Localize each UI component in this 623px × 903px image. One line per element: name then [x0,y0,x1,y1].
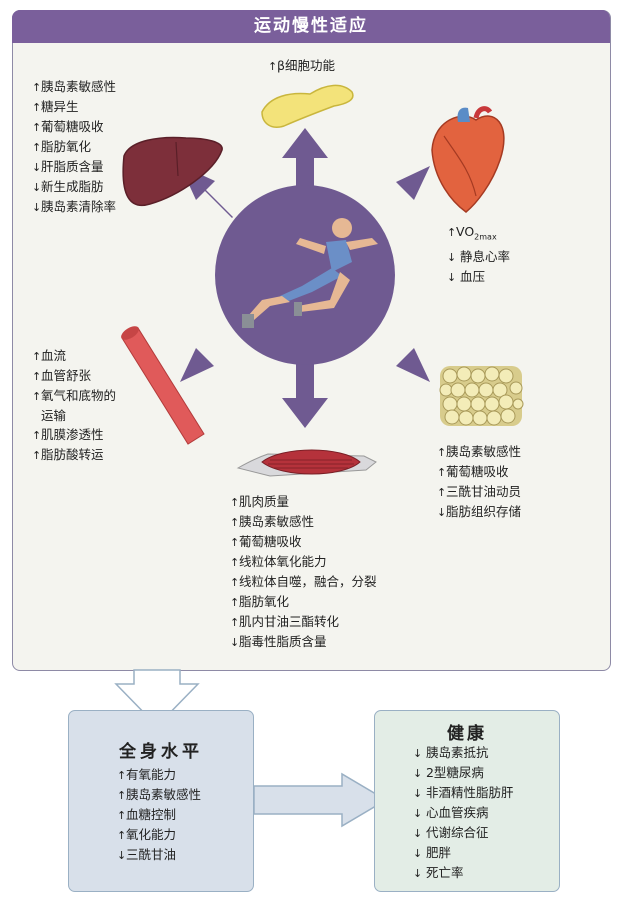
list-item: ↓ 代谢综合征 [413,825,489,840]
health-box: 健康 ↓ 胰岛素抵抗 ↓ 2型糖尿病 ↓ 非酒精性脂肪肝 ↓ 心血管疾病 ↓ 代… [374,710,560,892]
pancreas-effects: ↑β细胞功能 [268,56,335,76]
list-item: ↓ 血压 [447,268,485,284]
list-item: ↑肌膜渗透性 [32,427,104,442]
whole-body-effects: ↑有氧能力 ↑胰岛素敏感性 ↑血糖控制 ↑氧化能力 ↓三酰甘油 [117,765,201,865]
list-item: ↑线粒体氧化能力 [230,554,327,569]
list-item: ↑胰岛素敏感性 [230,514,315,529]
list-item: ↑氧化能力 [117,827,177,842]
health-effects: ↓ 胰岛素抵抗 ↓ 2型糖尿病 ↓ 非酒精性脂肪肝 ↓ 心血管疾病 ↓ 代谢综合… [413,743,514,883]
muscle-illustration [236,449,377,477]
arrow-down-right [378,330,430,382]
list-item: ↓ 非酒精性脂肪肝 [413,785,514,800]
list-item: ↑有氧能力 [117,767,177,782]
blood-vessel-illustration [121,326,205,445]
list-item: ↓ 静息心率 [447,248,510,264]
fat-tissue-illustration [439,366,524,426]
list-item: 运输 [41,408,67,423]
page-title: 运动慢性适应 [12,10,610,43]
list-item: ↑肌肉质量 [230,494,290,509]
arrow-down-left [180,330,232,382]
list-item: ↑胰岛素敏感性 [32,79,117,94]
hub-circle [215,185,395,365]
muscle-effects: ↑肌肉质量 ↑胰岛素敏感性 ↑葡萄糖吸收 ↑线粒体氧化能力 ↑线粒体自噬，融合，… [230,492,377,652]
list-item: ↑胰岛素敏感性 [117,787,202,802]
list-item: ↓肝脂质含量 [32,159,104,174]
list-item: ↑葡萄糖吸收 [230,534,302,549]
list-item: ↓新生成脂肪 [32,179,104,194]
arrow-up-right [378,166,430,218]
health-title: 健康 [447,724,487,744]
list-item: ↓ 2型糖尿病 [413,765,484,780]
list-item: ↓脂毒性脂质含量 [230,634,327,649]
list-item: ↑脂肪氧化 [230,594,290,609]
arrow-whole-body-to-health [253,772,388,828]
fat-effects: ↑胰岛素敏感性 ↑葡萄糖吸收 ↑三酰甘油动员 ↓脂肪组织存储 [437,442,521,522]
list-item: ↑脂肪酸转运 [32,447,104,462]
vo2max-item: ↑VO2max [447,224,497,242]
list-item: ↓胰岛素清除率 [32,199,117,214]
arrow-down [282,350,328,428]
runner-figure [242,218,378,328]
list-item: ↑β细胞功能 [268,58,335,73]
list-item: ↓ 肥胖 [413,845,451,860]
list-item: ↑脂肪氧化 [32,139,92,154]
list-item: ↑糖异生 [32,99,79,114]
liver-illustration [122,136,223,207]
list-item: ↓ 死亡率 [413,865,464,880]
heart-illustration [431,106,505,213]
vessel-effects: ↑血流 ↑血管舒张 ↑氧气和底物的 运输 ↑肌膜渗透性 ↑脂肪酸转运 [32,346,116,465]
list-item: ↑血糖控制 [117,807,177,822]
list-item: ↑葡萄糖吸收 [32,119,104,134]
heart-effects: ↑VO2max ↓ 静息心率 ↓ 血压 [447,222,510,287]
whole-body-box: 全身水平 ↑有氧能力 ↑胰岛素敏感性 ↑血糖控制 ↑氧化能力 ↓三酰甘油 [68,710,254,892]
list-item: ↓ 胰岛素抵抗 [413,745,489,760]
list-item: ↑血流 [32,348,67,363]
list-item: ↑血管舒张 [32,368,92,383]
list-item: ↓ 心血管疾病 [413,805,489,820]
pancreas-illustration [261,84,354,128]
list-item: ↑三酰甘油动员 [437,484,522,499]
liver-effects: ↑胰岛素敏感性 ↑糖异生 ↑葡萄糖吸收 ↑脂肪氧化 ↓肝脂质含量 ↓新生成脂肪 … [32,77,116,217]
list-item: ↑线粒体自噬，融合，分裂 [230,574,377,589]
whole-body-title: 全身水平 [119,742,203,762]
list-item: ↑葡萄糖吸收 [437,464,509,479]
list-item: ↑肌内甘油三酯转化 [230,614,340,629]
list-item: ↓脂肪组织存储 [437,504,522,519]
list-item: ↓三酰甘油 [117,847,177,862]
list-item: ↑氧气和底物的 [32,388,117,403]
arrow-down-to-whole-body [114,669,200,728]
list-item: ↑胰岛素敏感性 [437,444,522,459]
arrow-up [282,128,328,200]
